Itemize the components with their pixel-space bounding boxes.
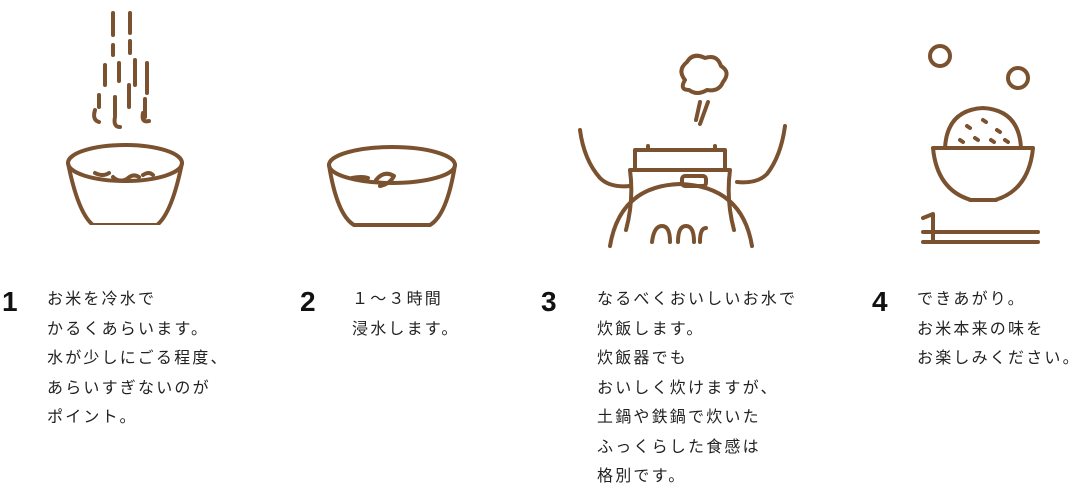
- step-1-line: あらいすぎないのが: [47, 377, 211, 397]
- step-4-line: できあがり。: [917, 289, 1026, 308]
- cooking-pot-on-stove-icon: [578, 53, 787, 248]
- step-number-1: 1: [2, 286, 18, 317]
- step-3-line: おいしく炊けますが、: [597, 377, 779, 397]
- step-1-line: 水が少しにごる程度、: [47, 348, 229, 367]
- step-3-line: 炊飯します。: [597, 318, 705, 338]
- step-1-line: かるくあらいます。: [47, 318, 210, 338]
- step-3-line: 炊飯器でも: [597, 348, 689, 367]
- washing-rice-bowl-icon: [66, 11, 184, 225]
- step-1-line: ポイント。: [47, 407, 138, 426]
- step-3-line: なるべくおいしいお水で: [597, 289, 798, 308]
- step-1-text: お米を冷水で かるくあらいます。 水が少しにごる程度、 あらいすぎないのが ポイ…: [47, 284, 229, 432]
- step-2-line: 浸水します。: [352, 318, 460, 338]
- step-2-text: １～３時間 浸水します。: [352, 284, 460, 343]
- step-1-line: お米を冷水で: [47, 289, 157, 308]
- step-2-line: １～３時間: [352, 289, 444, 308]
- step-4-text: できあがり。 お米本来の味を お楽しみください。: [917, 284, 1072, 373]
- step-number-2: 2: [300, 286, 316, 317]
- step-number-3: 3: [541, 286, 557, 317]
- step-number-4: 4: [872, 286, 888, 317]
- step-4-line: お米本来の味を: [917, 318, 1045, 338]
- step-4-line: お楽しみください。: [917, 348, 1072, 367]
- step-3-line: 土鍋や鉄鍋で炊いた: [597, 407, 761, 426]
- step-3-line: ふっくらした食感は: [597, 436, 761, 456]
- step-3-text: なるべくおいしいお水で 炊飯します。 炊飯器でも おいしく炊けますが、 土鍋や鉄…: [597, 284, 797, 491]
- soaking-bowl-icon: [327, 145, 457, 227]
- step-3-line: 格別です。: [597, 466, 687, 485]
- rice-bowl-with-chopsticks-icon: [921, 44, 1040, 244]
